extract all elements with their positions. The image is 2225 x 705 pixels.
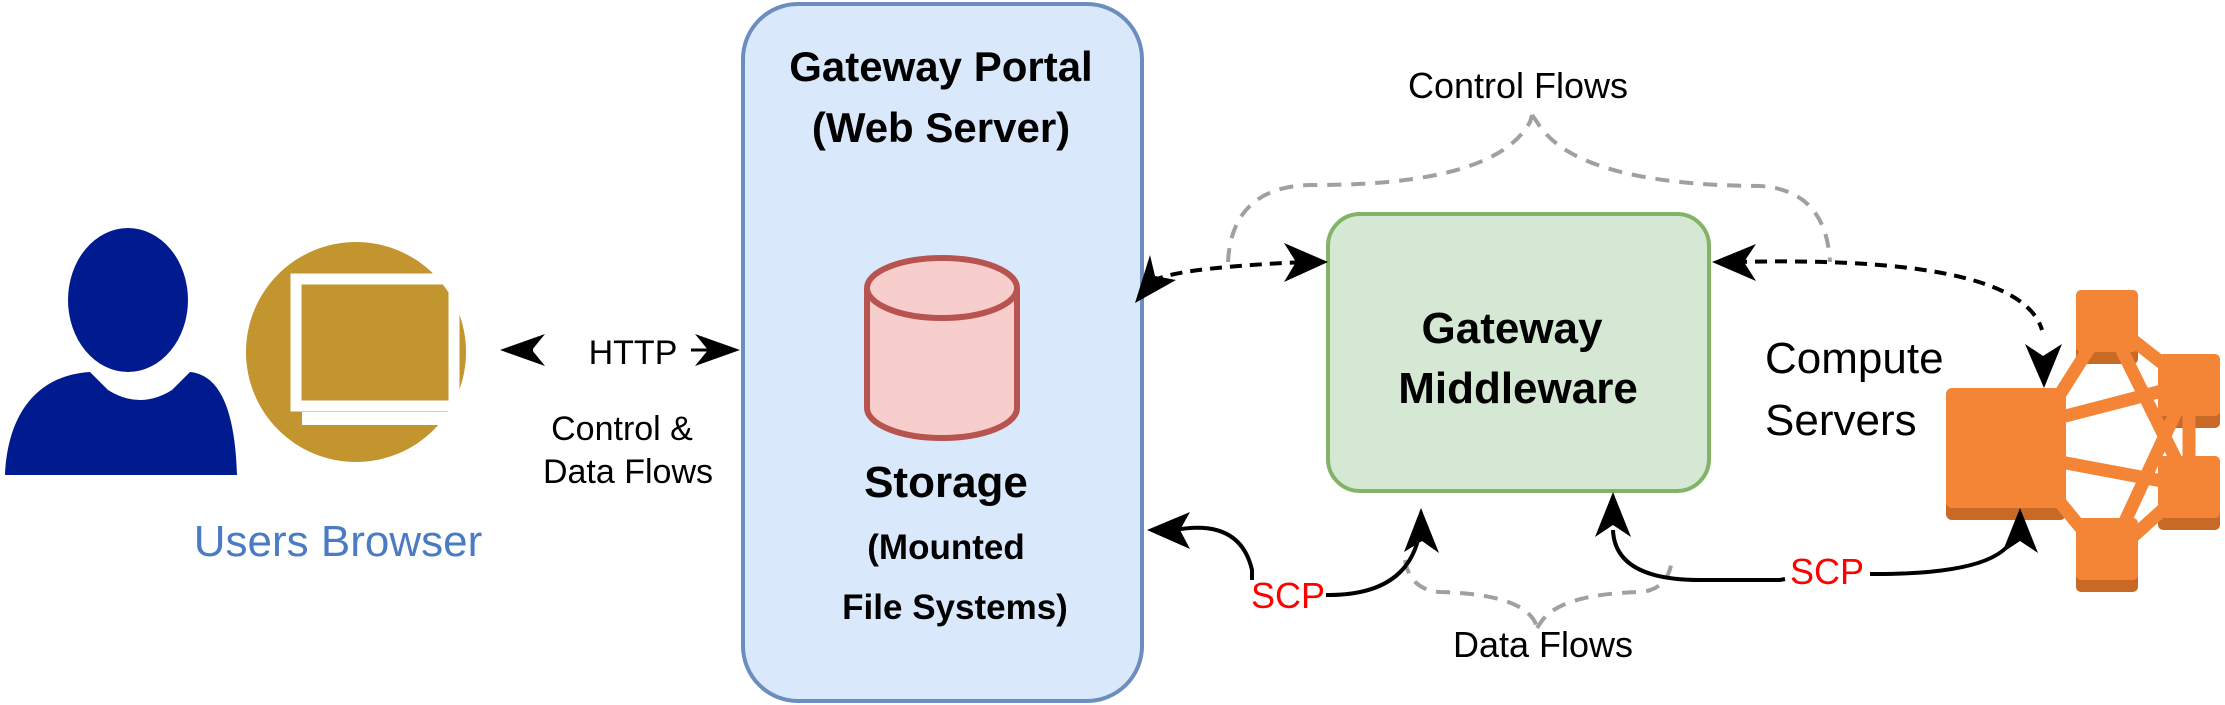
gateway-middleware-box	[1326, 212, 1711, 493]
control-data-flows-line1: Control &	[551, 410, 693, 448]
compute-servers-line1: Compute	[1765, 334, 1944, 383]
user-icon	[5, 228, 237, 475]
monitor-icon	[246, 242, 466, 462]
storage-label: Storage	[864, 458, 1028, 507]
http-connector	[500, 334, 740, 366]
storage-sublabel-line1: (Mounted	[867, 528, 1024, 567]
compute-servers-icon	[1946, 290, 2220, 592]
middleware-compute-control-arrow	[1712, 244, 2062, 388]
scp-left-label: SCP	[1251, 575, 1325, 616]
control-flows-label: Control Flows	[1408, 65, 1628, 106]
scp-left-arrow	[1147, 508, 1439, 598]
users-browser-label: Users Browser	[194, 517, 483, 566]
control-flows-brace	[1226, 113, 1832, 263]
http-label: HTTP	[589, 334, 678, 372]
middleware-label-line2: Middleware	[1398, 364, 1638, 413]
storage-sublabel-line2: File Systems)	[842, 588, 1068, 627]
control-data-flows-line2: Data Flows	[543, 453, 713, 491]
portal-title-line1: Gateway Portal	[789, 43, 1092, 90]
scp-right-arrow	[1595, 492, 2038, 582]
middleware-label-line1: Gateway	[1422, 304, 1604, 353]
data-flows-label: Data Flows	[1453, 624, 1633, 665]
compute-servers-line2: Servers	[1765, 396, 1917, 445]
data-flows-brace	[1403, 559, 1674, 630]
storage-cylinder-icon	[864, 255, 1020, 441]
portal-title-line2: (Web Server)	[812, 104, 1070, 151]
scp-right-label: SCP	[1790, 551, 1864, 592]
portal-middleware-control-arrow	[1135, 243, 1328, 303]
